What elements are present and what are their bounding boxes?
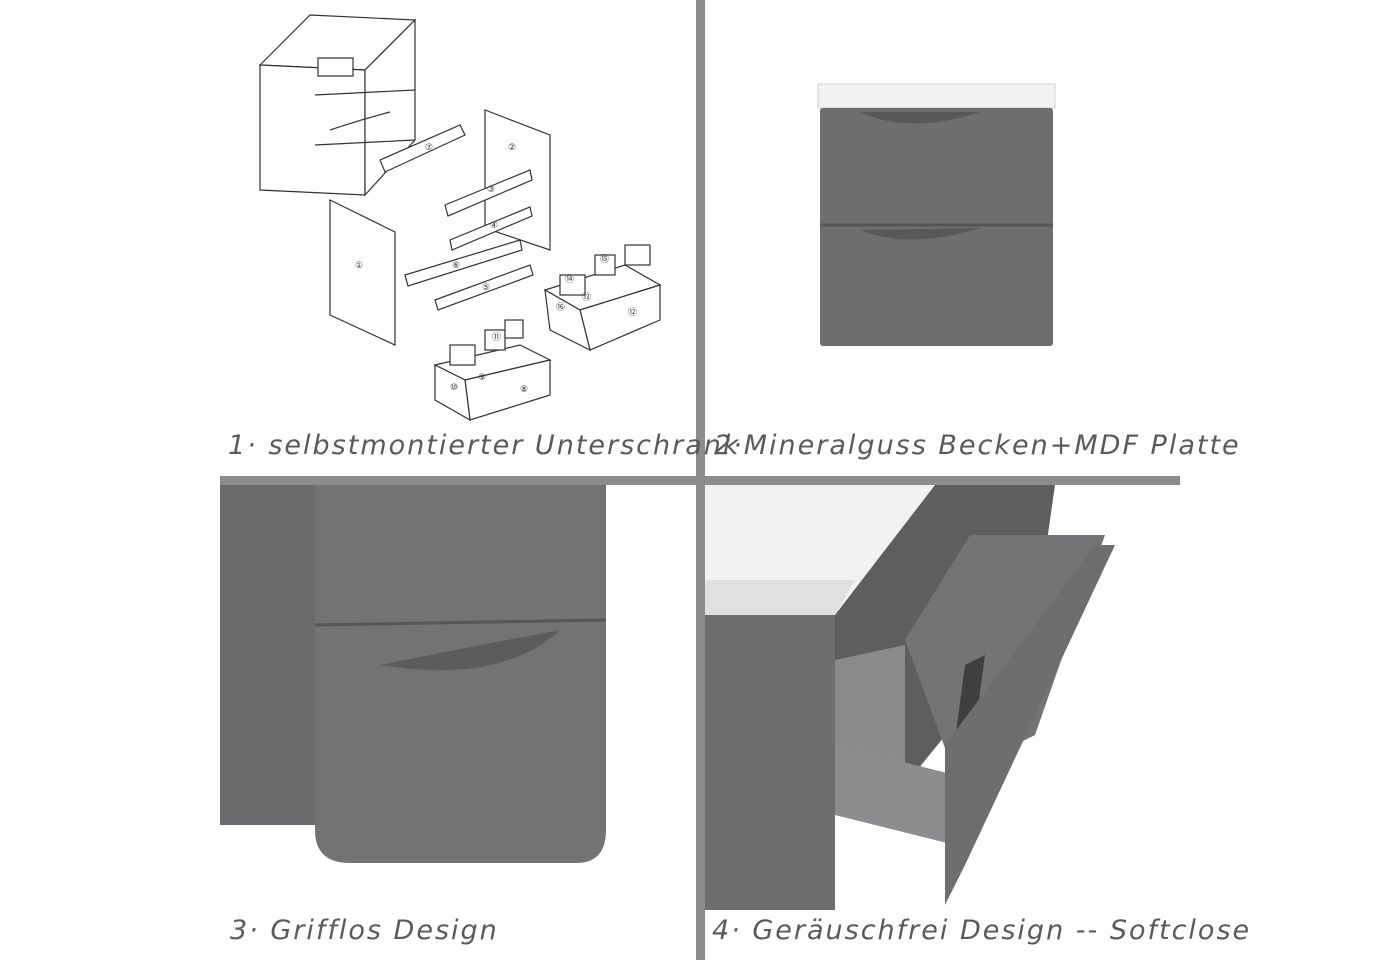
part-label-12: ⑫ [628, 307, 637, 318]
part-label-16: ⑯ [556, 302, 565, 313]
panel-softclose-drawers [705, 485, 1180, 910]
part-label-9: ⑨ [478, 373, 486, 383]
panel-basin-cabinet [705, 0, 1180, 430]
part-label-6: ⑥ [452, 261, 460, 271]
divider-horizontal [220, 476, 1180, 485]
finger-grip-recess [380, 630, 560, 671]
part-label-7: ⑦ [425, 143, 433, 153]
handle-recess-bottom [860, 228, 980, 240]
cabinet-side [705, 615, 835, 910]
handleless-cabinet-closeup [220, 485, 607, 863]
part-label-8: ⑧ [520, 385, 528, 395]
part-label-3: ③ [487, 185, 495, 195]
part-label-11: ⑪ [492, 332, 501, 343]
part-label-13: ⑬ [582, 292, 591, 303]
part-label-15: ⑮ [600, 254, 609, 265]
part-label-1: ① [355, 261, 363, 271]
part-label-5: ⑤ [482, 283, 490, 293]
caption-panel-3: 3· Grifflos Design [230, 915, 499, 946]
caption-panel-2: 2·Mineralguss Becken+MDF Platte [714, 430, 1241, 461]
panel-handleless-design [220, 485, 696, 910]
caption-panel-1: 1· selbstmontierter Unterschrank [228, 430, 741, 461]
part-label-4: ④ [490, 221, 498, 231]
lower-drawer-front [905, 535, 1105, 775]
part-label-2: ② [508, 143, 516, 153]
caption-panel-4: 4· Geräuschfrei Design -- Softclose [712, 915, 1252, 946]
cabinet-body [820, 108, 1053, 346]
panel-assembly-diagram: ① ② ③ ④ ⑤ ⑥ ⑦ ⑧ ⑨ ⑩ ⑪ ⑫ ⑬ ⑭ ⑮ ⑯ [220, 0, 696, 430]
drawer-handle-cutout [955, 655, 985, 740]
handle-recess-top [860, 112, 980, 124]
softclose-drawer-illustration [705, 485, 1115, 910]
part-label-14: ⑭ [565, 274, 574, 285]
basin-top [817, 83, 1056, 109]
exploded-cabinet-drawing: ① ② ③ ④ ⑤ ⑥ ⑦ ⑧ ⑨ ⑩ ⑪ ⑫ ⑬ ⑭ ⑮ ⑯ [258, 14, 662, 422]
basin-cabinet-illustration [817, 83, 1056, 346]
part-label-10: ⑩ [450, 383, 458, 393]
